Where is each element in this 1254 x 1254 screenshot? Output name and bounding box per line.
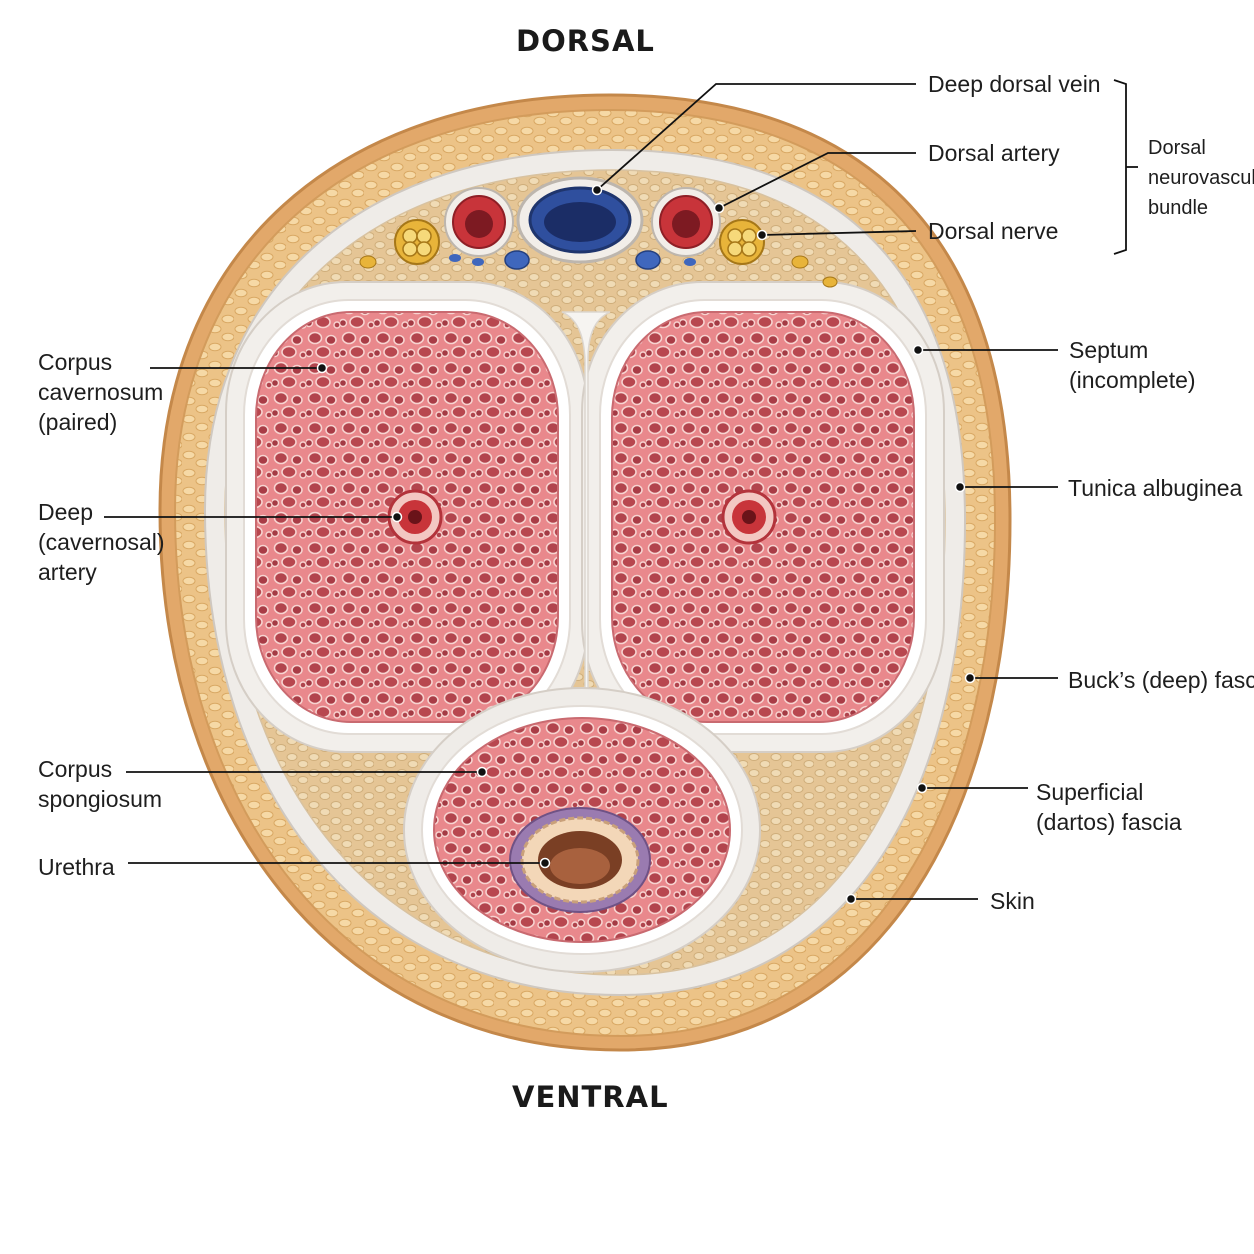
label-deep-artery-line-3: artery <box>38 559 97 585</box>
label-bundle-line-3: bundle <box>1148 197 1209 219</box>
label-septum-line-2: (incomplete) <box>1069 367 1196 393</box>
label-deep-artery-line-1: Deep <box>38 499 93 525</box>
orientation-ventral: VENTRAL <box>512 1080 669 1114</box>
label-bundle-line-1: Dorsal <box>1148 137 1206 159</box>
label-superficial-line-1: Superficial <box>1036 779 1144 805</box>
deep-dorsal-vein <box>516 176 644 264</box>
right-dorsal-artery <box>651 187 721 257</box>
bundle-bracket <box>1113 79 1127 255</box>
label-tunica-albuginea: Tunica albuginea <box>1068 475 1243 501</box>
label-dorsal-artery: Dorsal artery <box>928 140 1060 166</box>
label-dorsal-nerve: Dorsal nerve <box>928 218 1059 244</box>
label-deep-dorsal-vein: Deep dorsal vein <box>928 71 1101 97</box>
label-septum: Septum (incomplete) <box>1069 335 1196 395</box>
label-deep-artery: Deep (cavernosal) artery <box>38 497 165 587</box>
orientation-dorsal: DORSAL <box>516 24 655 58</box>
label-septum-line-1: Septum <box>1069 337 1149 363</box>
label-cavernosum-line-3: (paired) <box>38 409 118 435</box>
leader-dorsal-artery <box>718 152 916 209</box>
label-bucks-fascia: Buck’s (deep) fascia <box>1068 667 1254 693</box>
right-dorsal-nerve <box>719 219 765 265</box>
leader-deep-dorsal-vein <box>596 83 916 191</box>
label-corpus-spongiosum: Corpus spongiosum <box>38 754 162 814</box>
left-deep-artery <box>387 489 443 545</box>
leader-dots <box>316 184 976 905</box>
left-dorsal-nerve <box>394 219 440 265</box>
right-deep-artery <box>721 489 777 545</box>
label-neurovascular-bundle: Dorsal neurovascular bundle <box>1148 133 1254 223</box>
label-bundle-line-2: neurovascular <box>1148 167 1254 189</box>
label-cavernosum-line-1: Corpus <box>38 349 113 375</box>
label-cavernosum-line-2: cavernosum <box>38 379 164 405</box>
urethra <box>509 807 651 913</box>
label-corpus-cavernosum: Corpus cavernosum (paired) <box>38 347 163 437</box>
label-superficial-fascia: Superficial (dartos) fascia <box>1036 777 1182 837</box>
dorsal-neurovascular-bundle <box>359 176 838 288</box>
label-skin: Skin <box>990 888 1035 914</box>
leader-dorsal-nerve <box>761 230 917 236</box>
label-urethra: Urethra <box>38 854 115 880</box>
label-spongiosum-line-1: Corpus <box>38 756 113 782</box>
left-dorsal-artery <box>444 187 514 257</box>
leader-lines <box>104 79 1138 900</box>
label-deep-artery-line-2: (cavernosal) <box>38 529 165 555</box>
small-vessels <box>359 250 838 288</box>
label-superficial-line-2: (dartos) fascia <box>1036 809 1182 835</box>
label-spongiosum-line-2: spongiosum <box>38 786 163 812</box>
